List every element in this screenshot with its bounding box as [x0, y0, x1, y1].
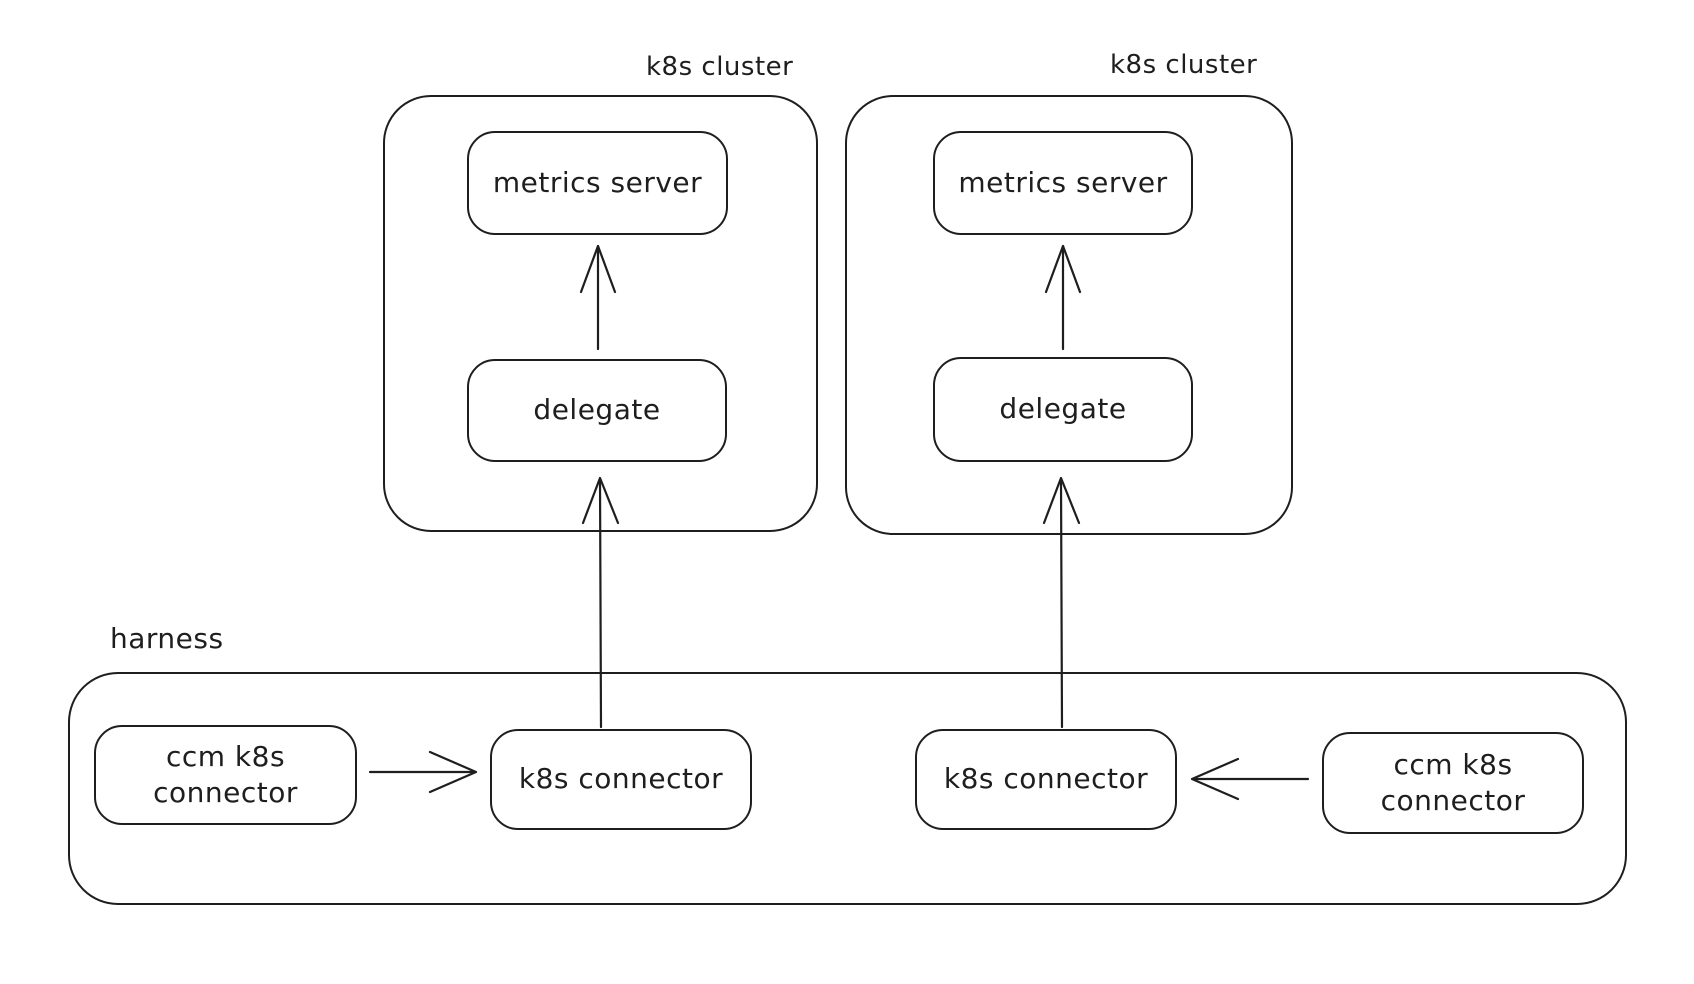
delegate-node-right: delegate — [933, 357, 1193, 462]
cluster-label-left: k8s cluster — [646, 52, 794, 82]
k8s-connector-node-left: k8s connector — [490, 729, 752, 830]
k8s-connector-node-right: k8s connector — [915, 729, 1177, 830]
ccm-k8s-connector-node-left: ccm k8s connector — [94, 725, 357, 825]
delegate-node-left: delegate — [467, 359, 727, 462]
harness-label: harness — [110, 622, 224, 655]
metrics-server-node-left: metrics server — [467, 131, 728, 235]
harness-box: ccm k8s connector k8s connector k8s conn… — [68, 672, 1627, 905]
k8s-cluster-box-right: metrics server delegate — [845, 95, 1293, 535]
metrics-server-node-right: metrics server — [933, 131, 1193, 235]
ccm-k8s-connector-node-right: ccm k8s connector — [1322, 732, 1584, 834]
cluster-label-right: k8s cluster — [1110, 50, 1258, 80]
k8s-cluster-box-left: metrics server delegate — [383, 95, 818, 532]
